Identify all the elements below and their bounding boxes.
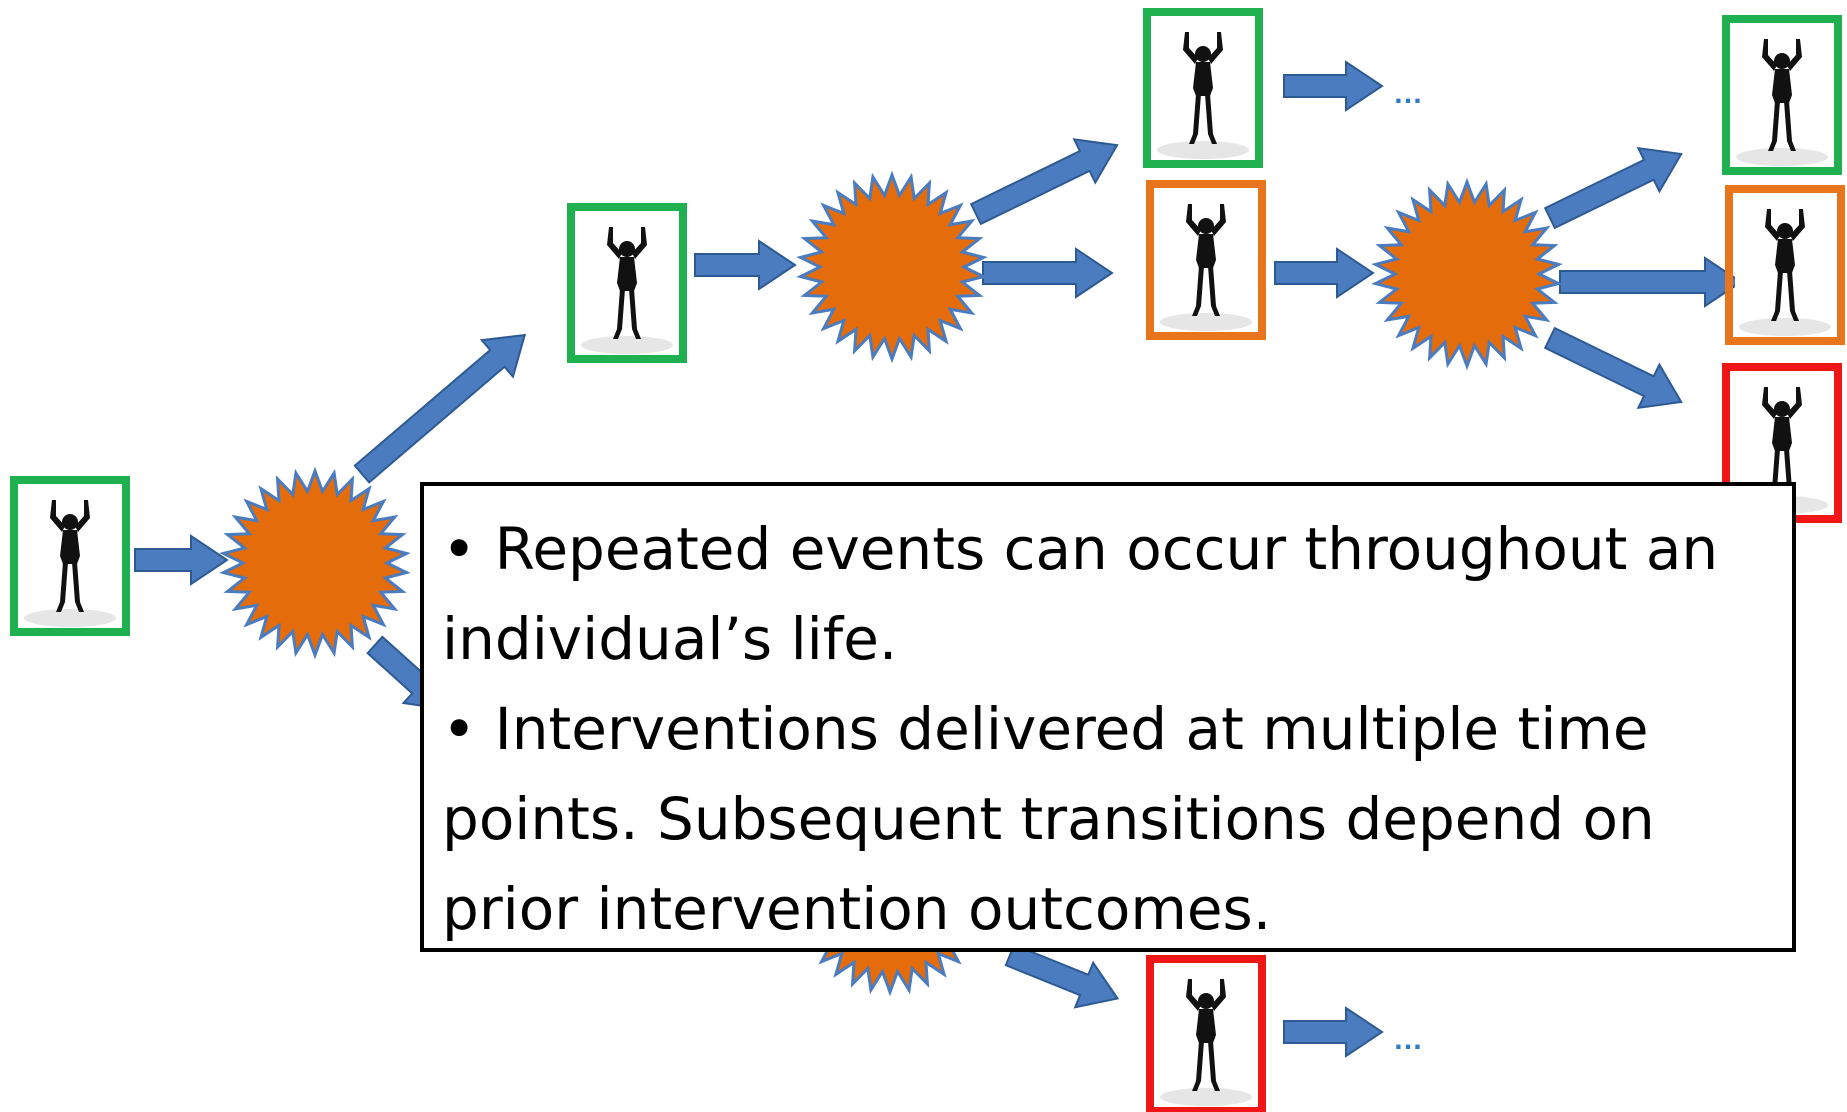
continuation-ellipsis: … xyxy=(1393,77,1423,110)
arrow-start-to-event1 xyxy=(134,534,229,586)
arrow-event2-to-node2a xyxy=(969,138,1119,226)
transition-arrows xyxy=(134,60,1743,1058)
person-icon xyxy=(10,476,130,636)
arrow-lower-to-node2c xyxy=(1004,943,1120,1009)
burst-icon xyxy=(1371,177,1563,371)
person-icon xyxy=(1725,185,1845,345)
person-icon xyxy=(1722,15,1842,175)
arrow-event1-to-node1 xyxy=(353,333,527,484)
burst-icon xyxy=(796,170,988,364)
arrow-node2c-continue xyxy=(1283,1006,1384,1058)
arrow-event3-to-node3a xyxy=(1543,146,1683,230)
arrow-event3-to-node3b xyxy=(1559,256,1743,308)
arrow-node2b-to-event3 xyxy=(1274,247,1375,299)
person-icon xyxy=(1146,180,1266,340)
callout-bullet-interventions: • Interventions delivered at multiple ti… xyxy=(442,695,1655,943)
arrow-node1-to-event2 xyxy=(694,239,797,291)
person-icon xyxy=(1146,955,1266,1112)
person-icon xyxy=(1143,8,1263,168)
states xyxy=(10,8,1845,1112)
burst-icon xyxy=(219,466,411,660)
arrow-event2-to-node2b xyxy=(982,247,1114,299)
callout-bullet-repeated-events: • Repeated events can occur throughout a… xyxy=(442,515,1719,673)
person-icon xyxy=(567,203,687,363)
arrow-event3-to-node3c xyxy=(1543,326,1683,410)
continuation-ellipsis: … xyxy=(1393,1023,1423,1056)
explanation-callout: • Repeated events can occur throughout a… xyxy=(420,482,1796,952)
arrow-node2a-continue xyxy=(1283,60,1384,112)
